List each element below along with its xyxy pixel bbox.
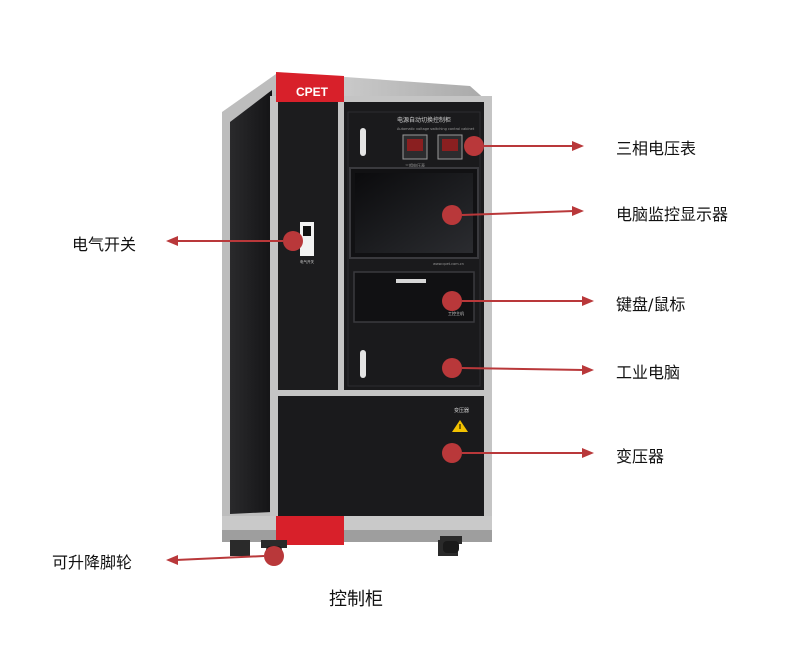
panel-title: 电源自动切换控制柜 — [397, 116, 451, 124]
voltmeter-1 — [402, 134, 428, 160]
cabinet-side-panel — [222, 74, 276, 526]
meter-caption: 三相电压表 — [405, 162, 425, 168]
drawer-label: 工控主机 — [448, 310, 464, 316]
callout-industrial-pc — [442, 358, 594, 378]
callout-three-phase-meter — [464, 136, 584, 156]
door-handle-lower — [360, 350, 366, 378]
callout-electrical-switch — [166, 231, 303, 251]
voltmeter-2 — [437, 134, 463, 160]
electrical-switch — [300, 222, 314, 256]
label-monitor: 电脑监控显示器 — [616, 205, 729, 224]
callout-keyboard-mouse — [442, 291, 594, 311]
brand-logo: CPET — [296, 85, 329, 99]
cabinet-inner-frame — [347, 111, 481, 387]
red-corner-trim — [276, 516, 344, 545]
panel-subtitle: Automatic voltage switching control cabi… — [397, 127, 475, 131]
website-label: www.cpet.com.cn — [433, 262, 464, 266]
label-casters: 可升降脚轮 — [52, 553, 133, 572]
callout-monitor — [442, 205, 584, 225]
label-electrical-switch: 电气开关 — [72, 235, 137, 254]
brand-plate: CPET — [276, 72, 344, 102]
door-handle-upper — [360, 128, 366, 156]
caster-wheel-right — [440, 536, 462, 553]
label-industrial-pc: 工业电脑 — [616, 363, 681, 382]
callout-casters — [166, 546, 284, 566]
warning-icon — [452, 420, 468, 432]
callout-transformer — [442, 443, 594, 463]
label-three-phase-meter: 三相电压表 — [616, 139, 697, 158]
label-transformer: 变压器 — [616, 447, 665, 466]
switch-caption: 电气开关 — [300, 259, 314, 264]
transformer-label: 变压器 — [454, 407, 469, 414]
label-keyboard-mouse: 键盘/鼠标 — [616, 295, 686, 314]
figure-caption: 控制柜 — [329, 589, 383, 610]
